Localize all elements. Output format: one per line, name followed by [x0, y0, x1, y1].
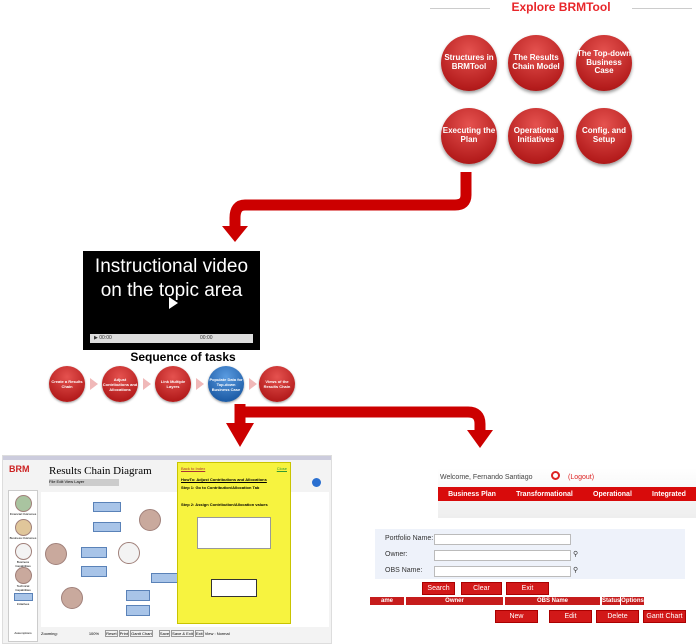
diagram-menu[interactable]: File Edit View Layer [49, 479, 119, 486]
welcome-text: Welcome, Fernando Santiago [440, 474, 533, 481]
step-arrow-icon [249, 378, 257, 390]
zoom-label: Zooming: [41, 631, 58, 636]
sequence-title: Sequence of tasks [130, 350, 236, 364]
explore-results-chain[interactable]: The Results Chain Model [508, 35, 564, 91]
edit-button[interactable]: Edit [549, 610, 592, 623]
col-name[interactable]: ame [370, 597, 404, 605]
nav-integrated[interactable]: Integrated [652, 490, 686, 498]
obs-lookup-icon[interactable]: ⚲ [573, 567, 579, 574]
diagram-title: Results Chain Diagram [49, 465, 152, 477]
owner-label: Owner: [385, 551, 408, 558]
help-popup: Back to Index Close HowTo: Adjust Contrib… [177, 462, 291, 624]
back-to-index-link[interactable]: Back to Index [181, 466, 206, 471]
owner-lookup-icon[interactable]: ⚲ [573, 551, 579, 558]
explore-config[interactable]: Config. and Setup [576, 108, 632, 164]
save-exit-button[interactable]: Save & Exit [171, 630, 194, 637]
palette-item[interactable]: Initiatives [16, 602, 30, 606]
obs-name-input[interactable] [434, 566, 571, 577]
clear-button[interactable]: Clear [461, 582, 502, 595]
portfolio-name-label: Portfolio Name: [385, 535, 434, 542]
explore-executing[interactable]: Executing the Plan [441, 108, 497, 164]
obs-name-label: OBS Name: [385, 567, 423, 574]
palette: Financial Outcomes Business Outcomes Bus… [8, 490, 38, 642]
gantt-chart-button[interactable]: Gantt Chart [643, 610, 686, 623]
lifebuoy-icon [551, 471, 560, 480]
nav-business-plan[interactable]: Business Plan [448, 490, 496, 498]
zoom-value: 100% [88, 631, 100, 636]
palette-item[interactable]: Assumptions [14, 631, 32, 635]
help-heading: HowTo: Adjust Contributions and Allocati… [181, 477, 267, 482]
step-adjust[interactable]: Adjust Contributions and Allocations [102, 366, 138, 402]
step-arrow-icon [143, 378, 151, 390]
info-icon[interactable] [312, 478, 321, 487]
col-status[interactable]: Status [602, 597, 621, 605]
save-button[interactable]: Save [158, 630, 171, 637]
step-link[interactable]: Link Multiple Layers [155, 366, 191, 402]
diagram-toolbar: Zooming: 100% Reset Print Gantt Chart Sa… [41, 630, 331, 638]
col-options[interactable]: Options [621, 597, 644, 605]
help-image [197, 517, 271, 549]
explore-title: Explore BRMTool [430, 0, 692, 18]
nav-transformational[interactable]: Transformational [516, 490, 573, 498]
explore-structures[interactable]: Structures in BRMTool [441, 35, 497, 91]
help-step1: Step 1: Go to Contribution/Allocation Ta… [181, 485, 260, 490]
search-button[interactable]: Search [422, 582, 455, 595]
palette-item[interactable]: Business Outcomes [9, 536, 37, 540]
exit-button[interactable]: Exit [506, 582, 549, 595]
video-player[interactable]: Instructional video on the topic area ▶ … [83, 251, 260, 350]
portfolio-header: Welcome, Fernando Santiago (Logout) Busi… [438, 468, 696, 518]
play-icon[interactable] [169, 297, 178, 309]
print-button[interactable]: Print [118, 630, 129, 637]
step-arrow-icon [196, 378, 204, 390]
new-button[interactable]: New [495, 610, 538, 623]
exit-button[interactable]: Exit [194, 630, 204, 637]
brm-logo: BRM [9, 464, 30, 474]
delete-button[interactable]: Delete [596, 610, 639, 623]
explore-operational[interactable]: Operational Initiatives [508, 108, 564, 164]
gantt-button[interactable]: Gantt Chart [130, 630, 153, 637]
reset-button[interactable]: Reset [105, 630, 118, 637]
palette-item[interactable]: Business Capabilities [15, 560, 31, 568]
col-obs-name[interactable]: OBS Name [505, 597, 600, 605]
video-caption: Instructional video on the topic area [94, 256, 249, 301]
view-mode: View : Normal [204, 631, 230, 636]
step-create[interactable]: Create a Results Chain [49, 366, 85, 402]
palette-item[interactable]: Technical Capabilities [15, 584, 31, 592]
main-nav: Business Plan Transformational Operation… [438, 487, 696, 501]
palette-item[interactable]: Financial Outcomes [9, 512, 37, 516]
nav-operational[interactable]: Operational [593, 490, 632, 498]
owner-input[interactable] [434, 550, 571, 561]
close-link[interactable]: Close [276, 466, 287, 471]
step-arrow-icon [90, 378, 98, 390]
help-step2: Step 2: Assign Contribution/Allocation v… [181, 502, 268, 507]
time-start: 00:00 [99, 335, 112, 341]
video-controls[interactable]: ▶ 00:00 00:00 [90, 334, 253, 343]
explore-business-case[interactable]: The Top-down Business Case [576, 35, 632, 91]
col-owner[interactable]: Owner [406, 597, 503, 605]
help-table [211, 579, 257, 597]
step-views[interactable]: Views of the Results Chain [259, 366, 295, 402]
search-form: Portfolio Name: Owner: ⚲ OBS Name: ⚲ [375, 529, 685, 579]
logout-link[interactable]: (Logout) [568, 474, 595, 481]
portfolio-name-input[interactable] [434, 534, 571, 545]
time-end: 00:00 [200, 335, 213, 341]
step-populate[interactable]: Populate Data for Top-down Business Case [208, 366, 244, 402]
